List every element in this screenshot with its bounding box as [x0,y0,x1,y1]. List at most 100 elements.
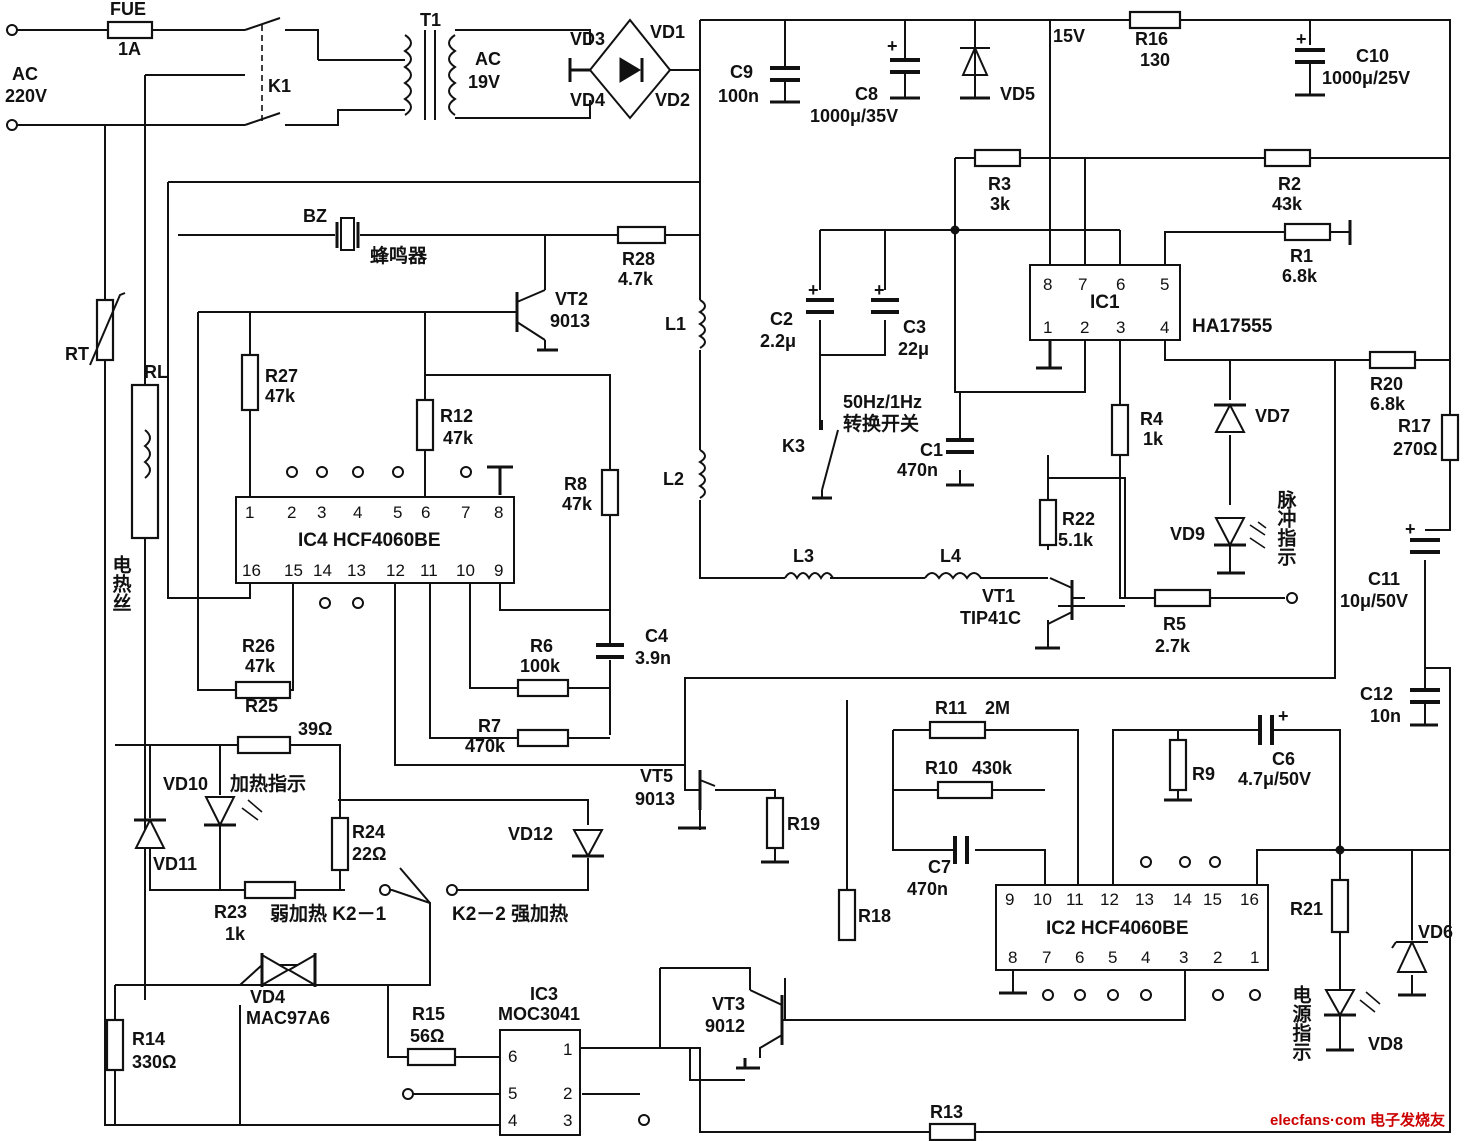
led-vd8: VD8 电源指示 [1290,984,1404,1061]
ic3-pin5-terminal [402,1088,414,1100]
resistor-r9: R9 [1168,738,1215,792]
svg-text:15: 15 [1203,890,1222,909]
svg-text:C6: C6 [1272,749,1295,769]
ac-terminal-n [6,119,18,131]
svg-text:11: 11 [420,561,438,580]
svg-text:+: + [887,36,898,56]
svg-text:IC4 HCF4060BE: IC4 HCF4060BE [298,530,441,551]
switch-k3[interactable]: K3 50Hz/1Hz 转换开关 [782,392,922,491]
svg-text:6: 6 [508,1047,517,1066]
resistor-r24: R24 22Ω [330,816,386,872]
svg-text:13: 13 [1135,890,1154,909]
svg-text:L3: L3 [793,546,814,566]
svg-text:K3: K3 [782,436,805,456]
svg-text:K2－2 强加热: K2－2 强加热 [452,902,568,925]
svg-text:R11: R11 [935,698,967,718]
svg-text:47k: 47k [562,494,593,514]
svg-text:5: 5 [1108,948,1117,967]
capacitor-c6: + C6 4.7μ/50V [1238,706,1311,789]
svg-text:470n: 470n [897,460,938,480]
resistor-r20: R20 6.8k [1368,350,1417,414]
svg-text:R12: R12 [440,406,473,426]
svg-text:330Ω: 330Ω [132,1052,176,1072]
svg-text:RL: RL [144,362,168,382]
resistor-r23: R23 1k [214,880,297,944]
resistor-r22: R22 5.1k [1038,498,1095,550]
svg-text:1k: 1k [225,924,246,944]
svg-text:C12: C12 [1360,684,1393,704]
svg-text:1: 1 [245,503,254,522]
ic4-hcf4060be: 1 2 3 4 5 6 7 8 IC4 HCF4060BE 16 15 14 1… [235,496,515,584]
svg-text:430k: 430k [972,758,1013,778]
svg-text:AC: AC [12,64,38,84]
svg-text:2: 2 [287,503,296,522]
svg-text:VD5: VD5 [1000,84,1035,104]
svg-text:47k: 47k [245,656,276,676]
capacitor-c11: + C11 10μ/50V [1340,519,1440,611]
svg-text:50Hz/1Hz: 50Hz/1Hz [843,392,922,412]
svg-text:T1: T1 [420,10,441,30]
svg-text:3: 3 [317,503,326,522]
resistor-r15: R15 56Ω [406,1004,457,1067]
svg-text:16: 16 [1240,890,1259,909]
svg-text:5: 5 [393,503,402,522]
svg-text:4: 4 [1160,318,1169,337]
svg-text:16: 16 [242,561,261,580]
junction-dot [950,225,960,235]
svg-text:10: 10 [456,561,475,580]
svg-text:R20: R20 [1370,374,1403,394]
svg-text:1: 1 [563,1040,572,1059]
pulse-terminal [1286,592,1298,604]
watermark: elecfans·com 电子发烧友 [1270,1111,1445,1129]
svg-text:47k: 47k [265,386,296,406]
svg-text:VT3: VT3 [712,994,745,1014]
switch-k2[interactable]: 弱加热 K2－1 K2－2 强加热 [270,867,568,925]
resistor-r18: R18 [837,888,891,942]
resistor-r12: R12 47k [415,398,474,452]
svg-text:220V: 220V [5,86,47,106]
svg-text:VT1: VT1 [982,586,1015,606]
resistor-r2: R2 43k [1263,148,1312,214]
transformer-t1: T1 AC 19V [403,10,501,120]
transistor-vt3: VT3 9012 [705,989,800,1058]
ic2-hcf4060be: 9 10 11 12 13 14 15 16 IC2 HCF4060BE 8 7… [995,884,1269,971]
svg-text:1: 1 [1250,948,1259,967]
capacitor-c4: C4 3.9n [596,626,671,668]
capacitor-c7: C7 470n [907,836,969,899]
svg-text:R4: R4 [1140,409,1163,429]
svg-text:15: 15 [284,561,303,580]
svg-text:C8: C8 [855,84,878,104]
svg-text:MAC97A6: MAC97A6 [246,1008,330,1028]
svg-text:7: 7 [1078,275,1087,294]
svg-text:8: 8 [494,503,503,522]
svg-text:10: 10 [1033,890,1052,909]
svg-text:6: 6 [1075,948,1084,967]
ac-input-label: AC 220V [5,64,47,106]
junction-dot [1335,845,1345,855]
svg-text:14: 14 [1173,890,1192,909]
capacitor-c1: C1 470n [897,438,974,480]
svg-text:VD3: VD3 [570,29,605,49]
resistor-r17: R17 270Ω [1393,413,1460,462]
svg-text:R2: R2 [1278,174,1301,194]
transistor-vt2: VT2 9013 [503,289,590,341]
resistor-r28: R28 4.7k [616,225,667,289]
svg-text:VT5: VT5 [640,766,673,786]
svg-text:6: 6 [421,503,430,522]
relay-k1: K1 [244,17,291,126]
svg-text:R25: R25 [245,696,278,716]
svg-text:R9: R9 [1192,764,1215,784]
svg-text:C2: C2 [770,309,793,329]
svg-text:2.2μ: 2.2μ [760,331,796,351]
svg-text:39Ω: 39Ω [298,719,332,739]
terminals [6,24,1345,1126]
capacitor-c8: + C8 1000μ/35V [810,36,920,126]
ic3-moc3041: 6 5 4 1 2 3 IC3 MOC3041 [498,984,581,1136]
svg-text:R14: R14 [132,1029,165,1049]
ic3-pin3-terminal [638,1114,650,1126]
resistor-r5: R5 2.7k [1153,588,1212,656]
svg-text:R26: R26 [242,636,275,656]
bridge-rectifier: VD3 VD1 VD4 VD2 [568,18,690,120]
svg-text:9: 9 [494,561,503,580]
svg-text:C4: C4 [645,626,668,646]
